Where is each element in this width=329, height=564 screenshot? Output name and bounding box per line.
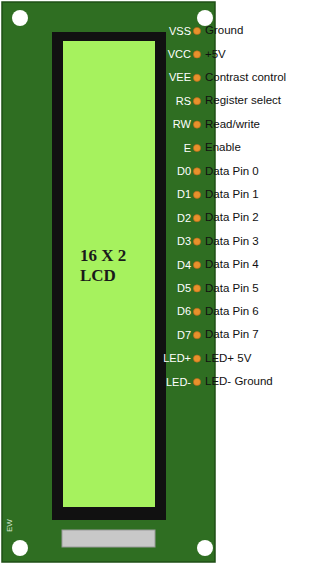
pin-name: E <box>184 143 191 154</box>
pin-dot <box>193 74 200 81</box>
display-frame <box>52 32 166 520</box>
mounting-hole <box>197 10 213 26</box>
pin-description: +5V <box>205 49 226 61</box>
pin-description: LED+ 5V <box>205 353 251 365</box>
pin-name: D3 <box>177 236 191 247</box>
pin-name: D1 <box>177 189 191 200</box>
display-screen <box>63 41 155 507</box>
pin-description: Data Pin 0 <box>205 166 259 178</box>
maker-mark: EW <box>6 519 14 532</box>
pin-dot <box>193 27 200 34</box>
pin-dot <box>193 51 200 58</box>
pin-dot <box>193 308 200 315</box>
pin-description: Ground <box>205 25 243 37</box>
pin-dots <box>193 27 200 385</box>
pin-dot <box>193 144 200 151</box>
pin-name: D2 <box>177 213 191 224</box>
flex-connector <box>62 530 155 547</box>
pin-name: D6 <box>177 306 191 317</box>
pin-dot <box>193 215 200 222</box>
pin-description: Data Pin 3 <box>205 236 259 248</box>
pin-description: Contrast control <box>205 72 286 84</box>
pin-description: Register select <box>205 95 281 107</box>
pin-dot <box>193 332 200 339</box>
pin-description: Data Pin 5 <box>205 283 259 295</box>
pin-description: LED- Ground <box>205 376 273 388</box>
pin-name: VSS <box>169 26 191 37</box>
pin-dot <box>193 238 200 245</box>
pin-name: LED- <box>166 377 191 388</box>
pcb-board <box>2 2 215 562</box>
mounting-hole <box>12 540 28 556</box>
pin-dot <box>193 285 200 292</box>
pin-name: RW <box>173 119 191 130</box>
pin-dot <box>193 168 200 175</box>
pin-name: D5 <box>177 283 191 294</box>
pin-name: VEE <box>169 72 191 83</box>
display-area: 16 X 2 LCD <box>80 246 146 287</box>
pin-dot <box>193 121 200 128</box>
pin-description: Data Pin 6 <box>205 306 259 318</box>
pin-name: D0 <box>177 166 191 177</box>
pin-description: Enable <box>205 142 241 154</box>
pin-description: Data Pin 2 <box>205 212 259 224</box>
pin-name: VCC <box>168 49 191 60</box>
pin-dot <box>193 355 200 362</box>
pin-name: D4 <box>177 260 191 271</box>
pin-name: RS <box>176 96 191 107</box>
pin-description: Data Pin 1 <box>205 189 259 201</box>
pin-description: Data Pin 4 <box>205 259 259 271</box>
mounting-hole <box>12 10 28 26</box>
pin-description: Data Pin 7 <box>205 329 259 341</box>
display-title: 16 X 2 LCD <box>80 246 146 287</box>
pin-description: Read/write <box>205 119 260 131</box>
pin-dot <box>193 378 200 385</box>
pin-name: D7 <box>177 330 191 341</box>
pin-name: LED+ <box>163 353 191 364</box>
pin-dot <box>193 191 200 198</box>
pin-dot <box>193 261 200 268</box>
pin-dot <box>193 98 200 105</box>
mounting-hole <box>197 540 213 556</box>
